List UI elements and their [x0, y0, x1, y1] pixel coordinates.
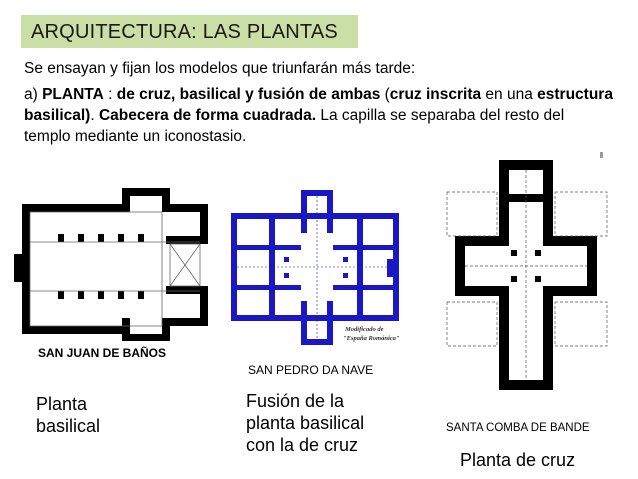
san-pedro-plan-image: Modificado de "España Románica"	[229, 185, 401, 355]
para-part-11: La capilla se separaba del resto del tem…	[24, 107, 565, 145]
para-part-8: estructura basilical)	[24, 86, 613, 124]
san-juan-desc-line2: basilical	[36, 416, 101, 436]
santa-comba-caption: SANTA COMBA DE BANDE	[446, 422, 590, 434]
santa-comba-plan-image	[446, 152, 608, 390]
page-title: ARQUITECTURA: LAS PLANTAS	[31, 21, 338, 43]
san-juan-plan-image	[14, 188, 208, 341]
san-pedro-description: Fusión de la planta basilical con la de …	[246, 390, 364, 456]
para-part-3: :	[103, 86, 117, 103]
san-pedro-stamp-line1: Modificado de	[344, 326, 384, 333]
san-pedro-desc-line3: con la de cruz	[246, 435, 359, 455]
para-part-10: Cabecera de forma cuadrada.	[98, 107, 317, 124]
para-part-7: en una	[481, 86, 538, 103]
san-juan-caption: SAN JUAN DE BAÑOS	[38, 346, 167, 360]
san-pedro-desc-line2: planta basilical	[246, 413, 365, 433]
para-part-4: de cruz, basilical y fusión de ambas	[116, 86, 381, 103]
santa-comba-description: Planta de cruz	[460, 449, 575, 471]
san-juan-desc-line1: Planta	[36, 394, 88, 414]
para-part-2: PLANTA	[42, 86, 104, 103]
para-part-5: (	[380, 86, 390, 103]
intro-text: Se ensayan y fijan los modelos que triun…	[24, 60, 416, 77]
san-pedro-desc-line1: Fusión de la	[246, 391, 345, 411]
san-juan-description: Planta basilical	[36, 393, 100, 437]
para-part-1: a)	[24, 86, 43, 103]
para-part-9: .	[90, 107, 99, 124]
para-part-6: cruz inscrita	[389, 86, 482, 103]
san-pedro-caption: SAN PEDRO DA NAVE	[248, 363, 374, 377]
body-paragraph: a) PLANTA : de cruz, basilical y fusión …	[24, 84, 614, 147]
title-box: ARQUITECTURA: LAS PLANTAS	[21, 15, 358, 48]
san-pedro-stamp-line2: "España Románica"	[343, 335, 400, 342]
santa-comba-desc-line1: Planta de cruz	[460, 450, 576, 470]
